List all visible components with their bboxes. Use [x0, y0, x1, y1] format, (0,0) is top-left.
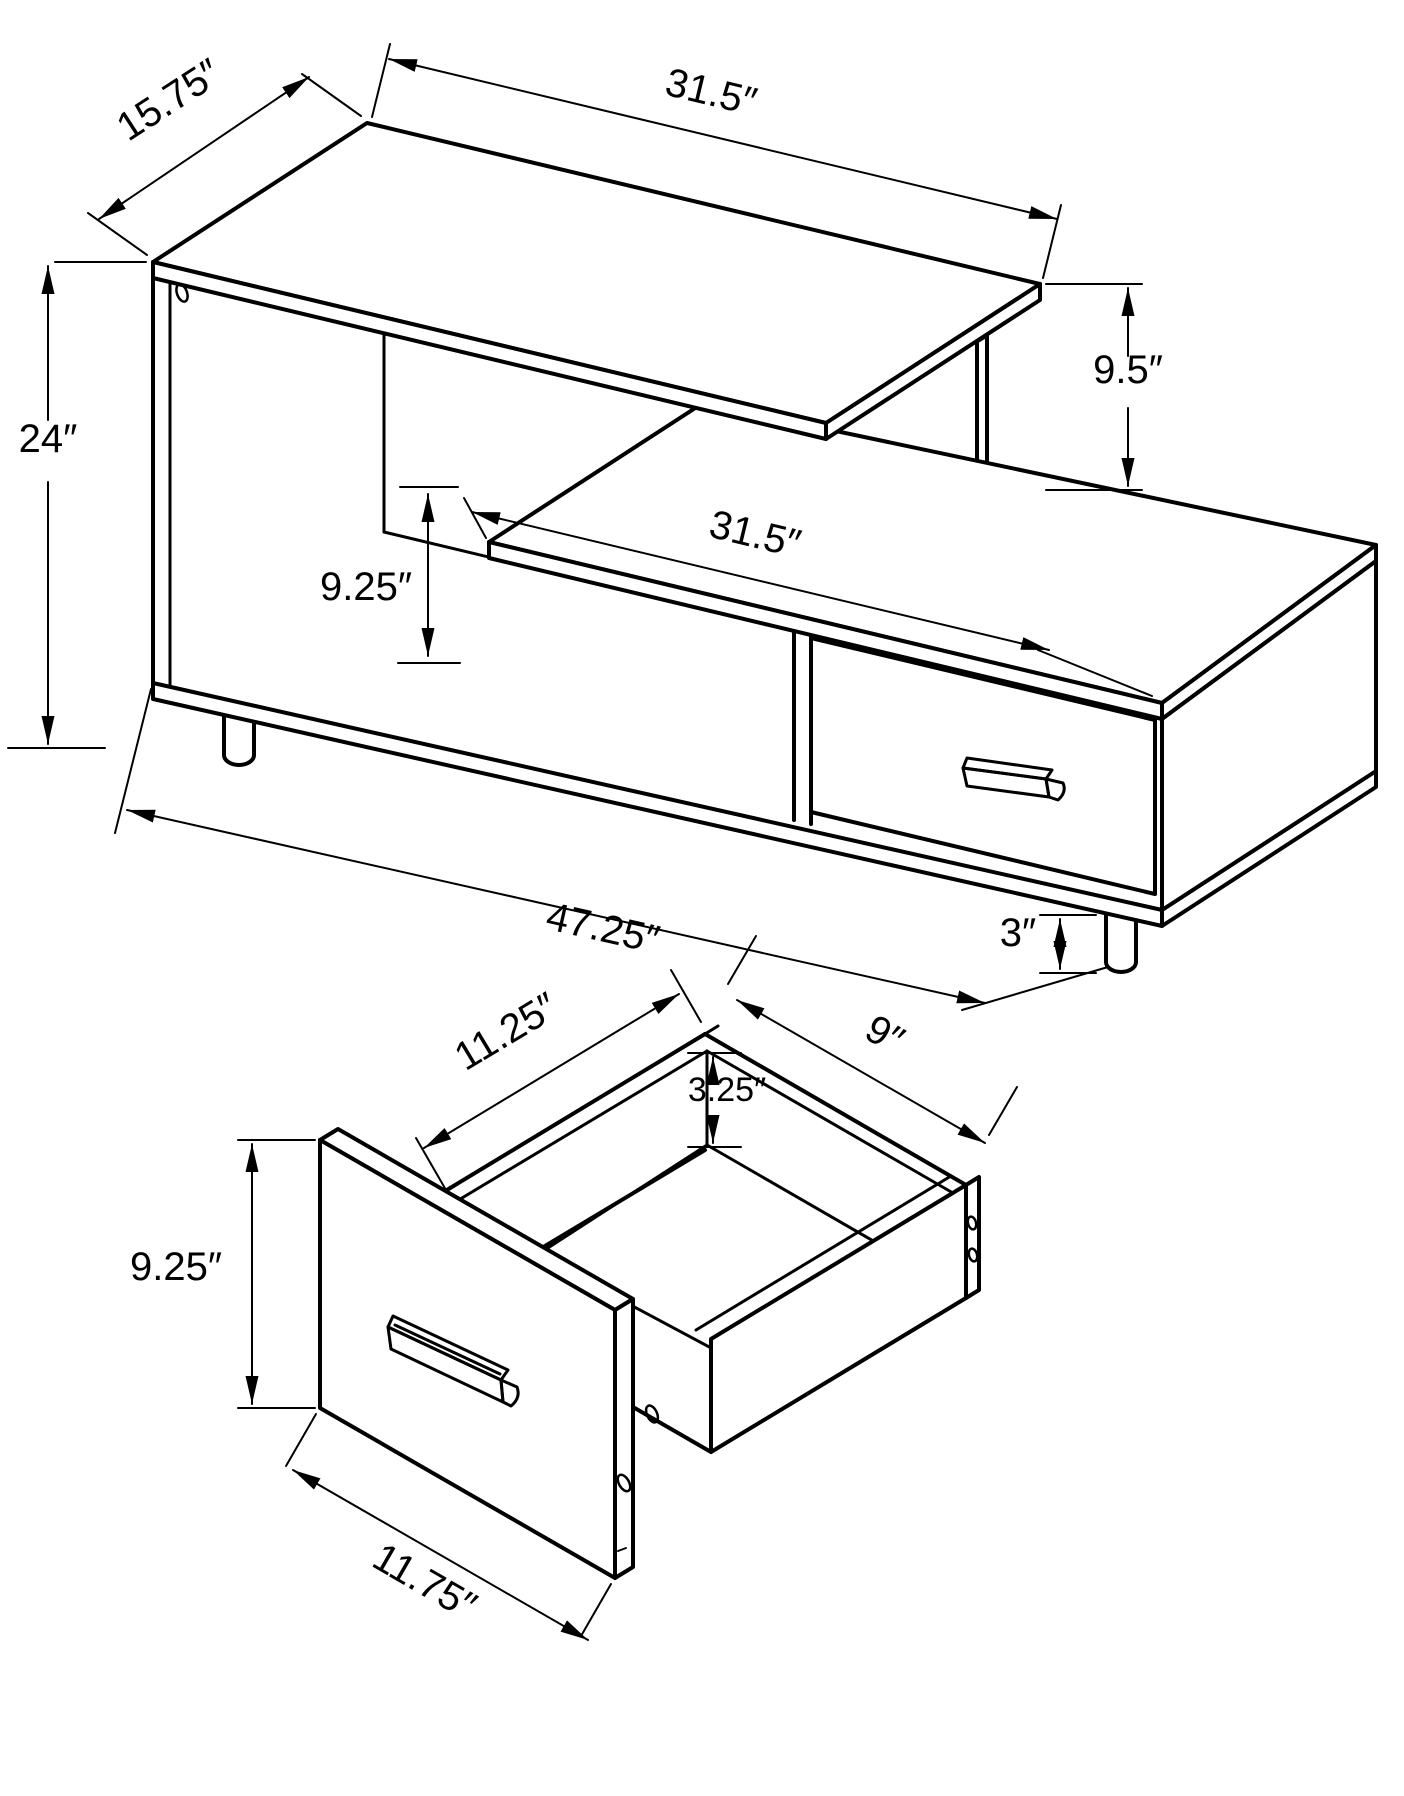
- dim-line: [98, 76, 310, 220]
- dim-label-interior-depth: 11.25″: [447, 984, 565, 1079]
- right-panel-outer-face: [1160, 559, 1378, 912]
- dim-line: [292, 1469, 589, 1641]
- ext-line: [988, 1086, 1018, 1136]
- cabinet-divider: [792, 629, 813, 826]
- dim-upper-shelf-gap: 9.5″: [1045, 283, 1163, 491]
- dim-interior-height: 3.25″: [687, 1052, 766, 1148]
- dim-front-height: 9.25″: [130, 1139, 316, 1409]
- dim-label-leg-height: 3″: [1000, 911, 1036, 955]
- front-left-leg: [222, 712, 256, 767]
- dim-line: [423, 993, 680, 1149]
- ext-line: [727, 935, 757, 985]
- ext-line: [1037, 649, 1153, 697]
- stand-drawer-handle: [961, 756, 1066, 802]
- top-support-divider: [975, 334, 989, 465]
- back-left-end-edge: [703, 1024, 720, 1036]
- cam-bolt-hole-upper: [966, 1215, 978, 1231]
- ext-line: [301, 73, 362, 117]
- ext-line: [1042, 204, 1062, 279]
- handle-end-notch: [499, 1378, 520, 1408]
- dim-line: [736, 999, 986, 1144]
- drawer-front-panel: [318, 1127, 635, 1580]
- back-panel-end-face: [964, 1175, 981, 1300]
- handle-bevel-line: [393, 1323, 502, 1376]
- front-right-leg: [1104, 913, 1138, 974]
- dim-total-height: 24″: [7, 261, 147, 749]
- dim-label-front-width: 11.75″: [365, 1535, 483, 1629]
- dim-label-total-height: 24″: [19, 417, 78, 461]
- cam-bolt-hole-lower: [967, 1247, 979, 1263]
- dim-interior-width: 9″: [727, 935, 1018, 1144]
- ext-line: [114, 688, 152, 834]
- dim-leg-height: 3″: [1000, 911, 1097, 974]
- dim-line: [471, 511, 1050, 651]
- dim-label-total-width: 47.25″: [542, 894, 663, 962]
- drawer-figure: 11.25″ 9″ 3.25″ 9.25″ 11.75″: [130, 935, 1018, 1641]
- dim-label-top-width: 31.5″: [661, 60, 761, 124]
- panel-right-strip: [613, 1297, 635, 1580]
- ext-line: [415, 1137, 447, 1191]
- dim-line: [126, 809, 986, 1004]
- right-rail-outer-face: [709, 1183, 968, 1454]
- ext-line: [285, 1413, 317, 1467]
- dim-label-cubby-height: 9.25″: [320, 565, 412, 609]
- dim-label-top-depth: 15.75″: [109, 51, 229, 150]
- ext-line: [580, 1583, 612, 1637]
- dim-label-front-height: 9.25″: [130, 1245, 222, 1289]
- ext-line: [463, 497, 487, 539]
- top-panel-right-strip: [824, 282, 1042, 441]
- left-rail-inner-top-edge: [440, 1049, 709, 1212]
- dim-line: [388, 58, 1058, 220]
- right-rail-inner-top-edge: [694, 1174, 953, 1332]
- dim-cubby-height: 9.25″: [320, 486, 461, 664]
- drawer-handle: [386, 1314, 520, 1408]
- handle-end-notch: [1044, 777, 1066, 802]
- right-side-panel: [1160, 559, 1378, 912]
- box-front-bottom-edge: [631, 1405, 713, 1454]
- box-front-hole: [644, 1404, 660, 1424]
- dim-label-interior-width: 9″: [858, 1007, 912, 1063]
- top-panel: [151, 121, 1042, 441]
- dim-label-upper-gap: 9.5″: [1093, 348, 1163, 392]
- ext-line: [670, 969, 702, 1023]
- tv-stand-figure: 15.75″ 31.5″ 24″ 9.5″ 31.5″: [7, 43, 1378, 1011]
- dim-label-interior-height: 3.25″: [688, 1071, 766, 1109]
- ext-line: [371, 43, 391, 118]
- left-side-panel: [151, 276, 386, 689]
- ext-line: [961, 966, 1109, 1011]
- panel-edge-hole: [616, 1473, 632, 1493]
- panel-edge-screw-mark: [617, 1547, 627, 1552]
- ext-line: [87, 212, 148, 256]
- stand-legs: [222, 712, 1138, 974]
